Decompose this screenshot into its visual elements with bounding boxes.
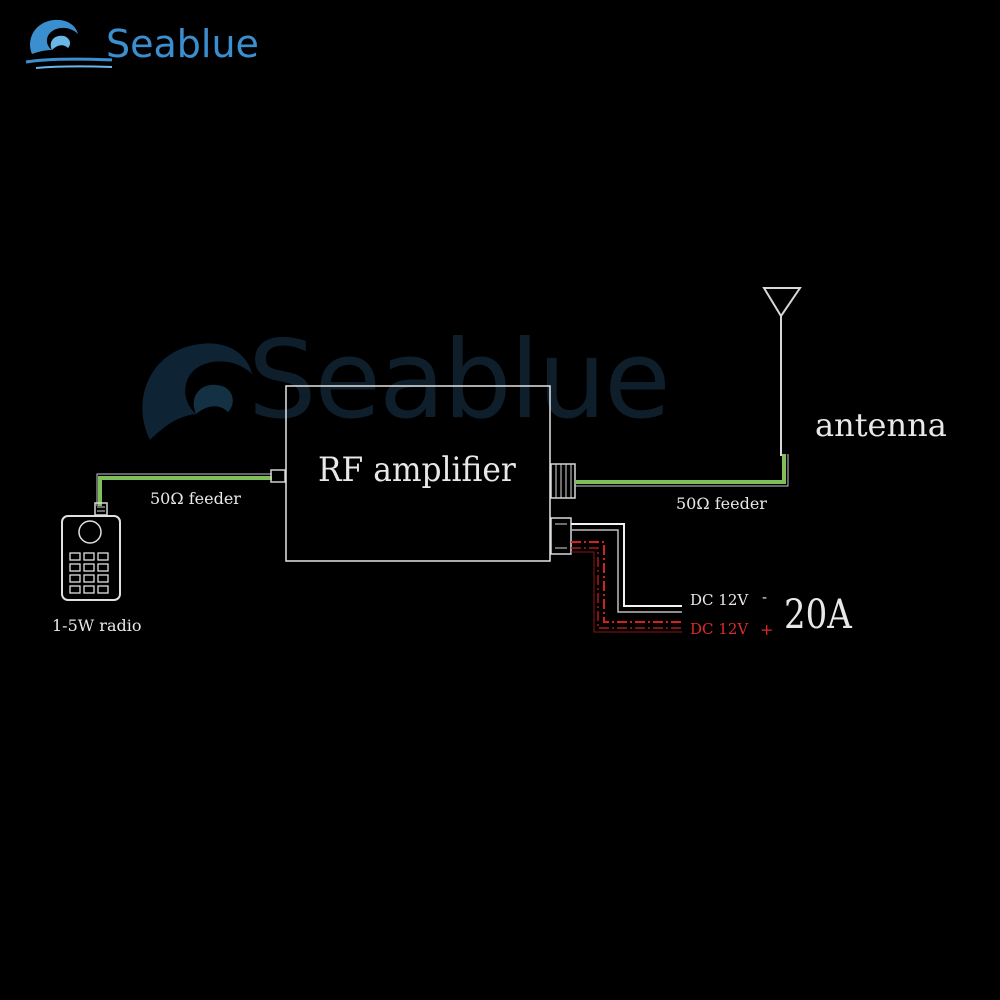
dc-positive-label: DC 12V <box>690 620 749 638</box>
output-connector <box>550 463 576 499</box>
radio-icon <box>61 502 121 601</box>
dc-negative-label: DC 12V <box>690 591 749 609</box>
negative-wire <box>571 523 682 613</box>
seablue-logo: Seablue <box>22 10 259 76</box>
left-feeder-label: 50Ω feeder <box>150 489 241 508</box>
watermark-text: Seablue <box>248 318 671 443</box>
input-connector <box>270 469 286 483</box>
left-feeder-cable <box>96 473 272 506</box>
positive-sign: + <box>760 620 774 639</box>
antenna-symbol <box>762 287 802 456</box>
right-feeder-cable <box>575 454 789 487</box>
brand-name: Seablue <box>106 22 259 66</box>
right-feeder-label: 50Ω feeder <box>676 494 767 513</box>
antenna-label: antenna <box>815 406 947 444</box>
radio-label: 1-5W radio <box>52 616 142 635</box>
amplifier-box <box>285 385 551 562</box>
positive-wire <box>571 541 682 633</box>
negative-sign: - <box>762 588 768 606</box>
watermark-wave-icon <box>142 343 252 440</box>
power-connector <box>550 517 572 555</box>
amplifier-title: RF amplifier <box>318 450 516 490</box>
current-rating: 20A <box>784 592 852 638</box>
